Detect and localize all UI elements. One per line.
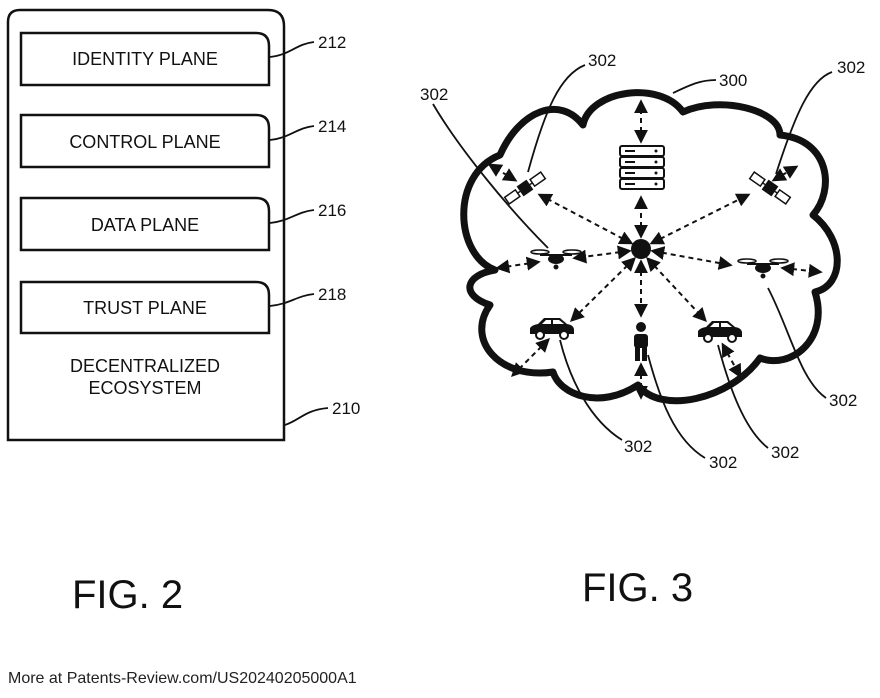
fig3-caption: FIG. 3 <box>582 566 693 610</box>
control-plane-label: CONTROL PLANE <box>69 132 220 152</box>
ref-302: 302 <box>420 85 448 104</box>
trust-plane-box: TRUST PLANE <box>21 282 269 333</box>
person-icon <box>634 322 648 361</box>
fig3-diagram: 300 302 302 302 302 302 302 302 FIG. 3 <box>420 51 865 610</box>
ref-302: 302 <box>588 51 616 70</box>
trust-plane-label: TRUST PLANE <box>83 298 207 318</box>
fig2-leader-lines <box>270 42 328 425</box>
car-icon <box>530 318 574 339</box>
ref-218: 218 <box>318 285 346 304</box>
satellite-icon <box>749 170 792 205</box>
drone-icon <box>531 250 581 270</box>
car-icon <box>698 321 742 342</box>
fig2-caption: FIG. 2 <box>72 573 183 617</box>
fig2-diagram: IDENTITY PLANE CONTROL PLANE DATA PLANE … <box>8 10 360 617</box>
satellite-icon <box>504 170 547 205</box>
ref-302: 302 <box>829 391 857 410</box>
data-plane-box: DATA PLANE <box>21 198 269 250</box>
ref-214: 214 <box>318 117 346 136</box>
control-plane-box: CONTROL PLANE <box>21 115 269 167</box>
identity-plane-label: IDENTITY PLANE <box>72 49 218 69</box>
identity-plane-box: IDENTITY PLANE <box>21 33 269 85</box>
ref-302: 302 <box>624 437 652 456</box>
data-plane-label: DATA PLANE <box>91 215 199 235</box>
ref-216: 216 <box>318 201 346 220</box>
server-icon <box>620 146 664 189</box>
ecosystem-label-line2: ECOSYSTEM <box>88 378 201 398</box>
ref-212: 212 <box>318 33 346 52</box>
ref-302: 302 <box>709 453 737 472</box>
ref-302: 302 <box>837 58 865 77</box>
ref-210: 210 <box>332 399 360 418</box>
central-hub <box>631 239 651 259</box>
ecosystem-label-line1: DECENTRALIZED <box>70 356 220 376</box>
drone-icon <box>738 259 788 279</box>
source-footer: More at Patents-Review.com/US20240205000… <box>8 670 357 688</box>
ref-302: 302 <box>771 443 799 462</box>
ref-300: 300 <box>719 71 747 90</box>
